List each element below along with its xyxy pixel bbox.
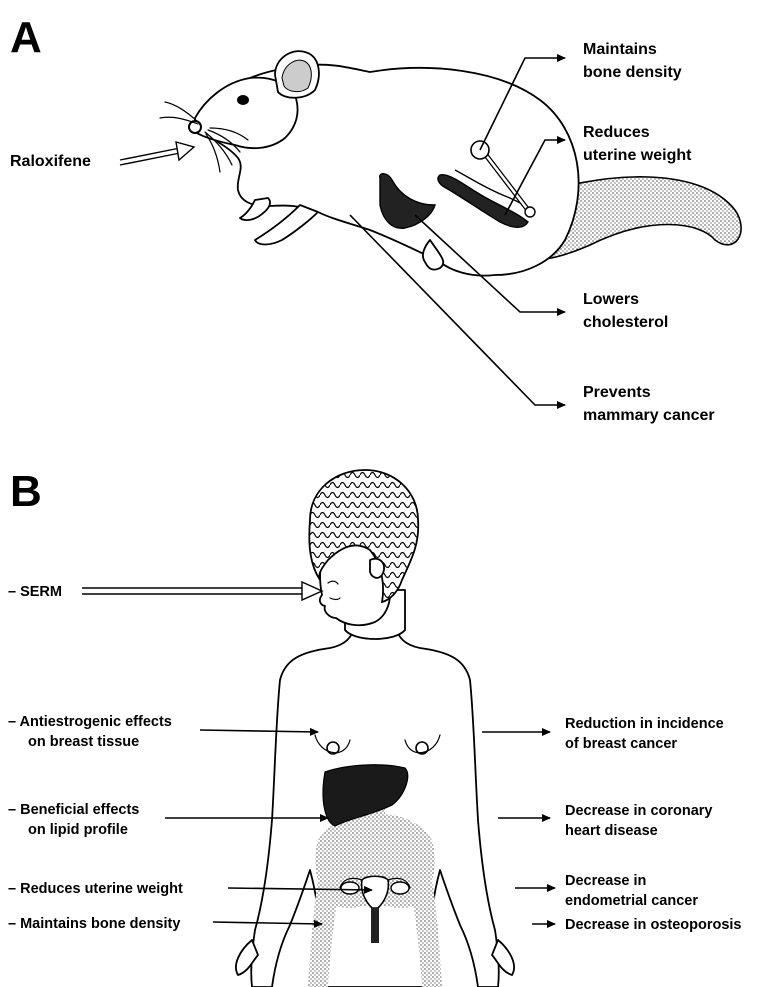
right-label-osteoporosis: Decrease in osteoporosis [565, 917, 742, 933]
left-label-bone: – Maintains bone density [8, 916, 180, 932]
svg-text:mammary cancer: mammary cancer [583, 407, 715, 424]
woman-ear [370, 559, 384, 578]
effect-bone-density: Maintains bone density [583, 41, 682, 81]
svg-text:Maintains: Maintains [583, 41, 657, 58]
panel-b-letter: B [10, 467, 42, 516]
left-label-breast: – Antiestrogenic effects on breast tissu… [8, 714, 172, 750]
svg-text:Decrease in osteoporosis: Decrease in osteoporosis [565, 917, 742, 933]
left-label-uterine: – Reduces uterine weight [8, 881, 183, 897]
svg-text:of breast cancer: of breast cancer [565, 736, 677, 752]
svg-text:cholesterol: cholesterol [583, 314, 668, 331]
svg-text:– Maintains bone density: – Maintains bone density [8, 916, 180, 932]
right-label-heart: Decrease in coronary heart disease [565, 803, 713, 839]
svg-text:on lipid profile: on lipid profile [28, 822, 128, 838]
serm-label: – SERM [8, 584, 62, 600]
svg-text:heart disease: heart disease [565, 823, 658, 839]
effect-uterine-weight: Reduces uterine weight [583, 124, 692, 164]
svg-text:on breast tissue: on breast tissue [28, 734, 139, 750]
svg-text:– Reduces uterine weight: – Reduces uterine weight [8, 881, 183, 897]
left-label-lipid: – Beneficial effects on lipid profile [8, 802, 139, 838]
panel-a-letter: A [10, 13, 42, 62]
svg-text:Reduction in incidence: Reduction in incidence [565, 716, 724, 732]
svg-text:bone density: bone density [583, 64, 682, 81]
panel-b-right-arrows [482, 732, 555, 924]
effect-mammary-cancer: Prevents mammary cancer [583, 384, 715, 424]
serm-arrow [82, 582, 322, 600]
panel-b: B [8, 467, 742, 987]
right-label-endometrial: Decrease in endometrial cancer [565, 873, 698, 909]
effect-cholesterol: Lowers cholesterol [583, 291, 668, 331]
svg-text:– Beneficial effects: – Beneficial effects [8, 802, 139, 818]
woman-illustration [236, 470, 514, 987]
raloxifene-label: Raloxifene [10, 153, 91, 170]
svg-text:Decrease in coronary: Decrease in coronary [565, 803, 713, 819]
raloxifene-arrow [120, 142, 194, 165]
svg-text:Lowers: Lowers [583, 291, 639, 308]
svg-text:Prevents: Prevents [583, 384, 651, 401]
svg-text:– Antiestrogenic effects: – Antiestrogenic effects [8, 714, 172, 730]
svg-text:endometrial cancer: endometrial cancer [565, 893, 698, 909]
panel-a: A [10, 13, 741, 424]
svg-text:uterine weight: uterine weight [583, 147, 692, 164]
svg-text:Reduces: Reduces [583, 124, 650, 141]
svg-text:Decrease in: Decrease in [565, 873, 646, 889]
right-label-breast-cancer: Reduction in incidence of breast cancer [565, 716, 724, 752]
rat-eye [237, 95, 249, 105]
